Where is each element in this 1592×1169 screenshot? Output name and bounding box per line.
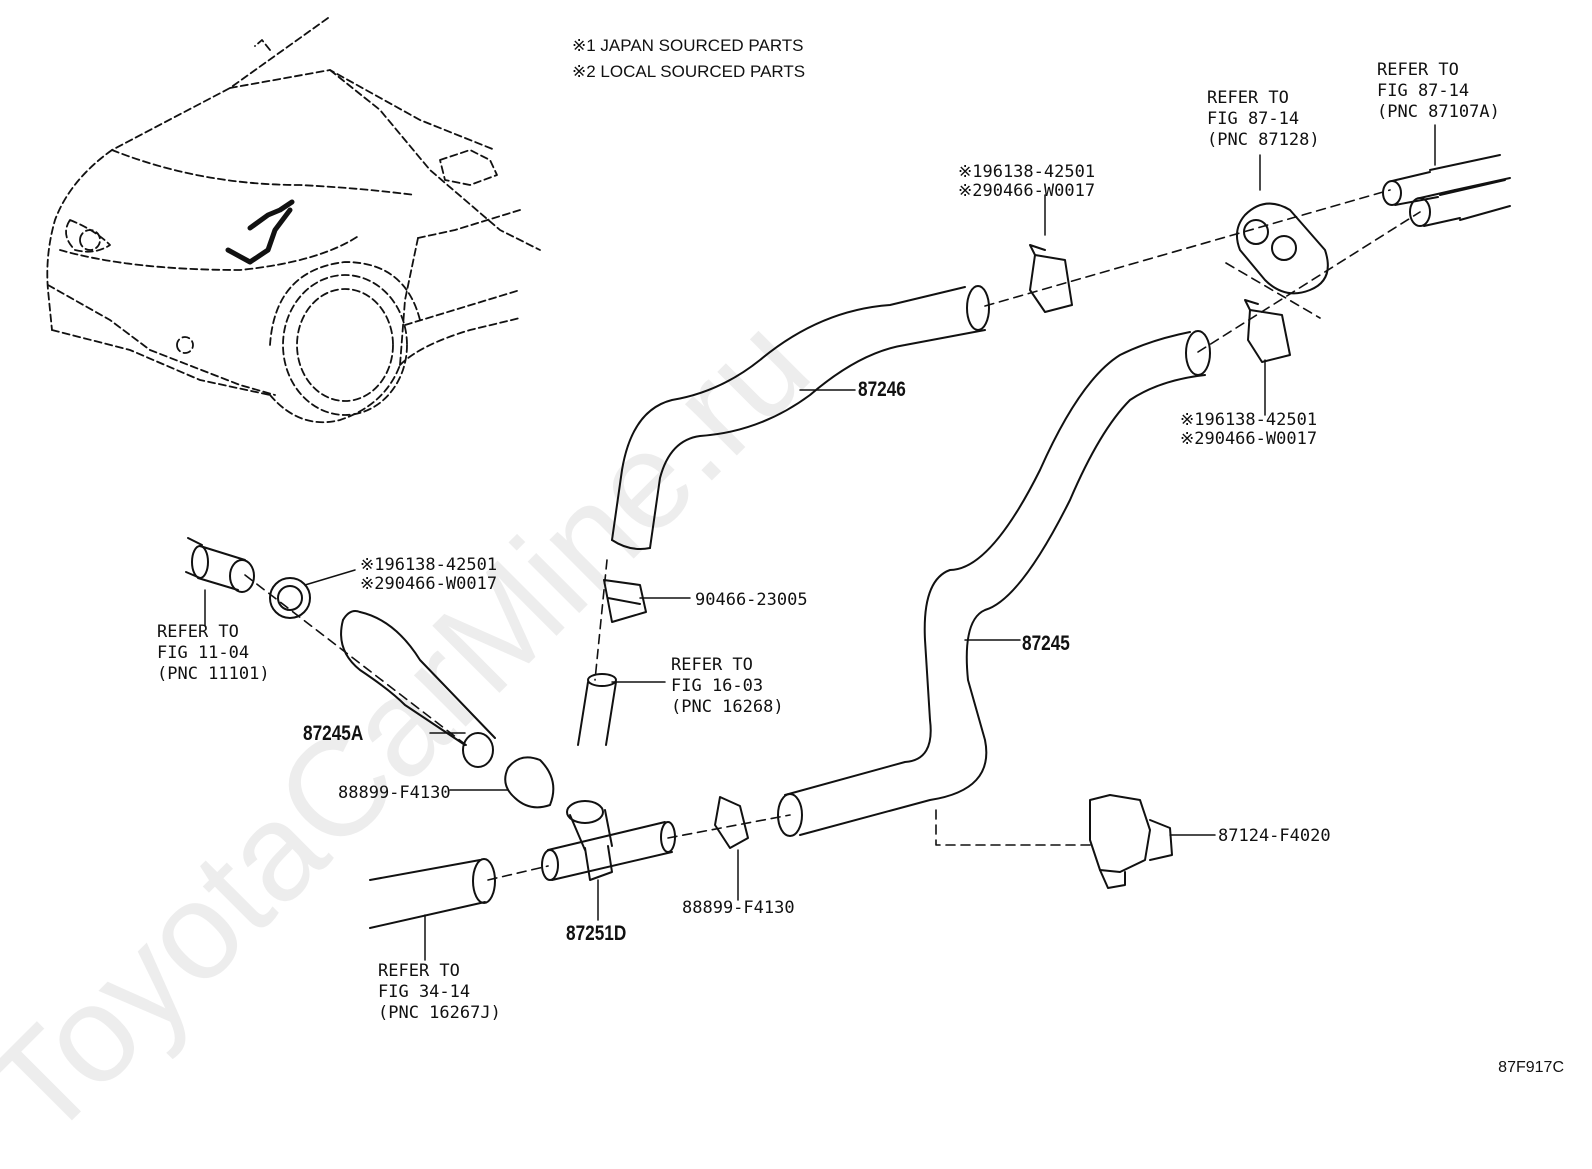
note-local-sourced: ※2 LOCAL SOURCED PARTS [572,62,806,81]
car-hose-highlight [225,199,295,265]
hose-87245-drawing [777,330,1211,837]
figure-id: 87F917C [1498,1059,1564,1076]
label-87246: 87246 [858,378,906,401]
hose-87245A-drawing [340,610,496,768]
leader-lines [244,189,1421,881]
label-88899-F4130-right: 88899-F4130 [682,898,795,918]
tee-pipe-87251D-drawing [541,800,676,881]
car-front-illustration [46,17,541,424]
grommet-drawing [1235,202,1329,295]
ref-fig-11-04: REFER TO FIG 11-04 (PNC 11101) [157,622,270,684]
diagram-drawing [46,17,1511,961]
note-japan-sourced: ※1 JAPAN SOURCED PARTS [572,36,804,55]
hose-87246-drawing [611,285,990,550]
label-87251D: 87251D [566,922,627,945]
label-clamp-right-b: ※290466-W0017 [1180,429,1318,449]
label-clamp-top-a: ※196138-42501 [958,162,1096,182]
label-clamp-top-b: ※290466-W0017 [958,181,1096,201]
label-87245A: 87245A [303,722,364,745]
ref-fig-87-14-pnc-87107A: REFER TO FIG 87-14 (PNC 87107A) [1377,60,1500,122]
label-clamp-left-a: ※196138-42501 [360,555,498,575]
label-88899-F4130-left: 88899-F4130 [338,783,451,803]
pipe-fig16-drawing [577,673,617,746]
pointer-lines [204,124,1436,961]
label-90466-23005: 90466-23005 [695,590,808,610]
label-clamp-right-a: ※196138-42501 [1180,410,1318,430]
pipe-fig11-drawing [185,537,255,593]
label-87124-F4020: 87124-F4020 [1218,826,1331,846]
ref-fig-87-14-pnc-87128: REFER TO FIG 87-14 (PNC 87128) [1207,88,1320,150]
parts-diagram: ToyotaCarMine.ru [0,17,1564,1167]
lower-pipe-drawing [369,858,496,929]
pipe-ends-drawing [1382,154,1511,227]
ref-fig-34-14: REFER TO FIG 34-14 (PNC 16267J) [378,961,501,1023]
label-87245: 87245 [1022,632,1070,655]
label-clamp-left-b: ※290466-W0017 [360,574,498,594]
wheel [269,261,421,416]
ref-fig-16-03: REFER TO FIG 16-03 (PNC 16268) [671,655,784,717]
